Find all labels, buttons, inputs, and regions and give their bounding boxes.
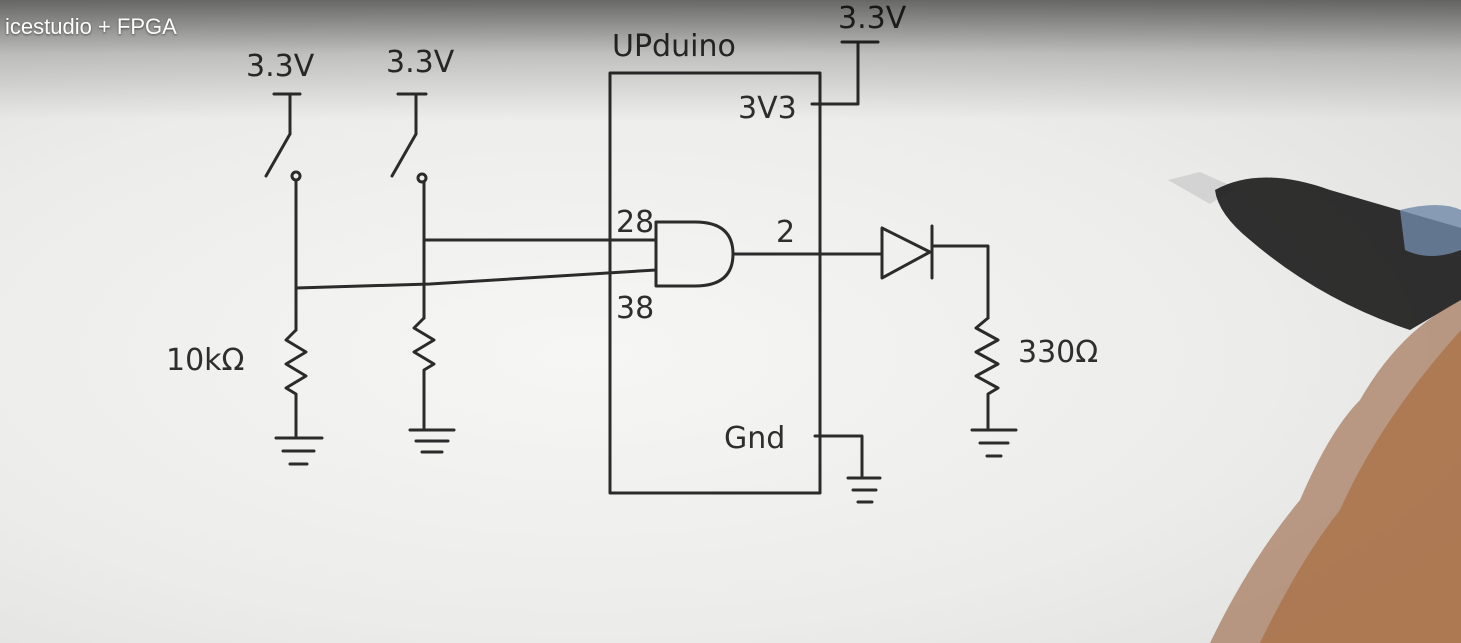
board-label: UPduino <box>612 29 736 64</box>
supply-label-board: 3.3V <box>838 1 907 36</box>
ground-symbol-mid <box>408 428 456 454</box>
pin-label-38: 38 <box>616 291 654 326</box>
resistor-label-330: 330Ω <box>1018 335 1098 370</box>
ground-symbol-board <box>846 476 882 504</box>
supply-label-mid: 3.3V <box>386 45 455 80</box>
supply-label-left: 3.3V <box>246 49 315 84</box>
wire-gnd-board <box>813 434 864 478</box>
wire-led-resistor <box>930 244 990 320</box>
switch-mid-lever <box>390 132 418 178</box>
pin-label-gnd: Gnd <box>724 421 785 456</box>
pin-label-2: 2 <box>776 215 795 250</box>
resistor-10k <box>284 328 308 438</box>
wire-to-pin-38 <box>294 268 658 290</box>
resistor-mid <box>412 316 436 430</box>
wire-3v3 <box>810 40 880 106</box>
hand-image <box>1210 300 1461 643</box>
switch-mid-contact <box>416 172 428 184</box>
pen-image <box>1168 172 1461 330</box>
switch-left-lever <box>264 132 292 178</box>
video-title: icestudio + FPGA <box>5 14 177 39</box>
switch-left-top <box>272 92 302 136</box>
ground-symbol-left <box>274 436 324 466</box>
pin-label-28: 28 <box>616 205 654 240</box>
switch-mid-top <box>396 92 428 136</box>
pin-label-3v3: 3V3 <box>738 91 797 126</box>
resistor-330 <box>974 316 1000 430</box>
led-diode-symbol <box>880 224 934 280</box>
ground-symbol-led <box>970 428 1018 458</box>
resistor-label-10k: 10kΩ <box>166 343 244 378</box>
and-gate <box>654 220 735 288</box>
